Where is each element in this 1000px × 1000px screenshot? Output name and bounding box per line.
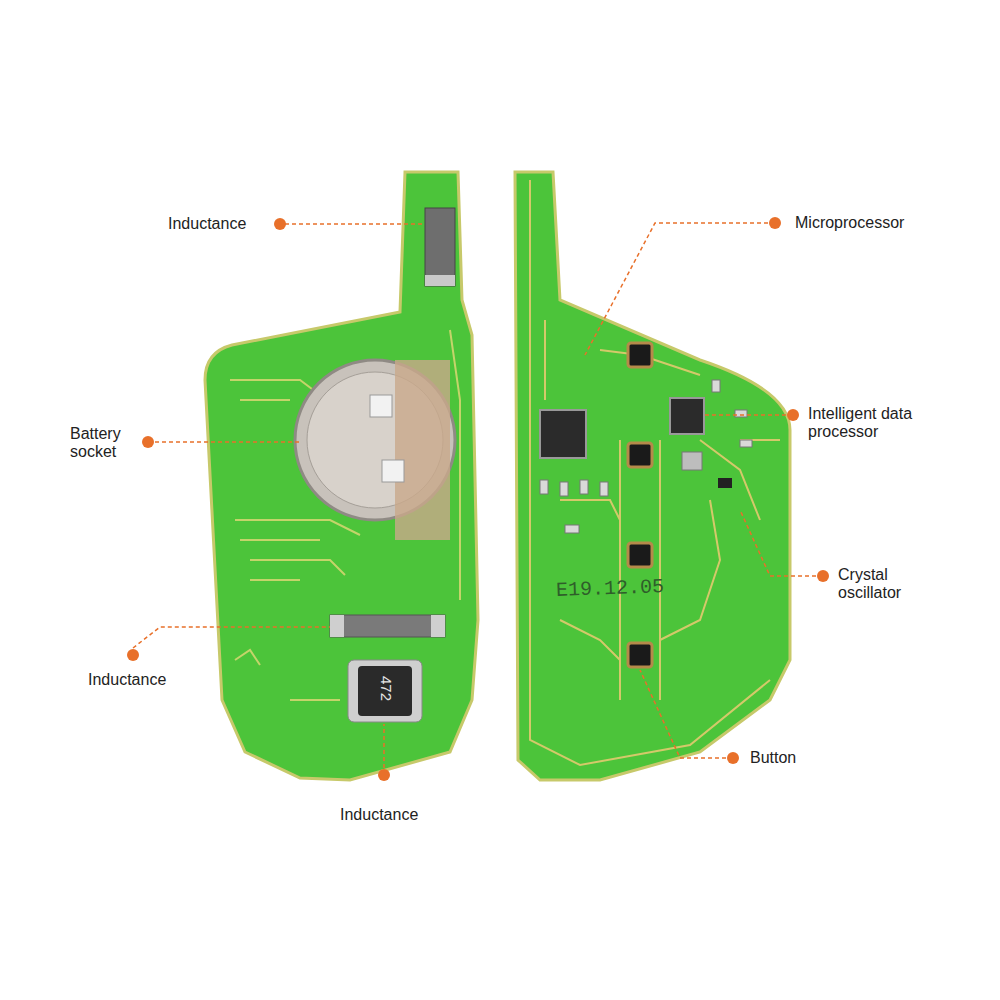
board-date-marking: E19.12.05 [556,576,667,602]
inductor-marking: 472 [378,669,395,709]
callout-label: Inductance [168,215,273,233]
callout-label: Battery socket [70,425,138,461]
callout-label: Microprocessor [795,214,945,232]
callout-label: Inductance [88,671,193,689]
callout-label: Inductance [340,806,445,824]
callout-label: Intelligent data processor [808,405,946,441]
callout-label: Button [750,749,830,767]
callout-label: Crystal oscillator [838,566,923,602]
